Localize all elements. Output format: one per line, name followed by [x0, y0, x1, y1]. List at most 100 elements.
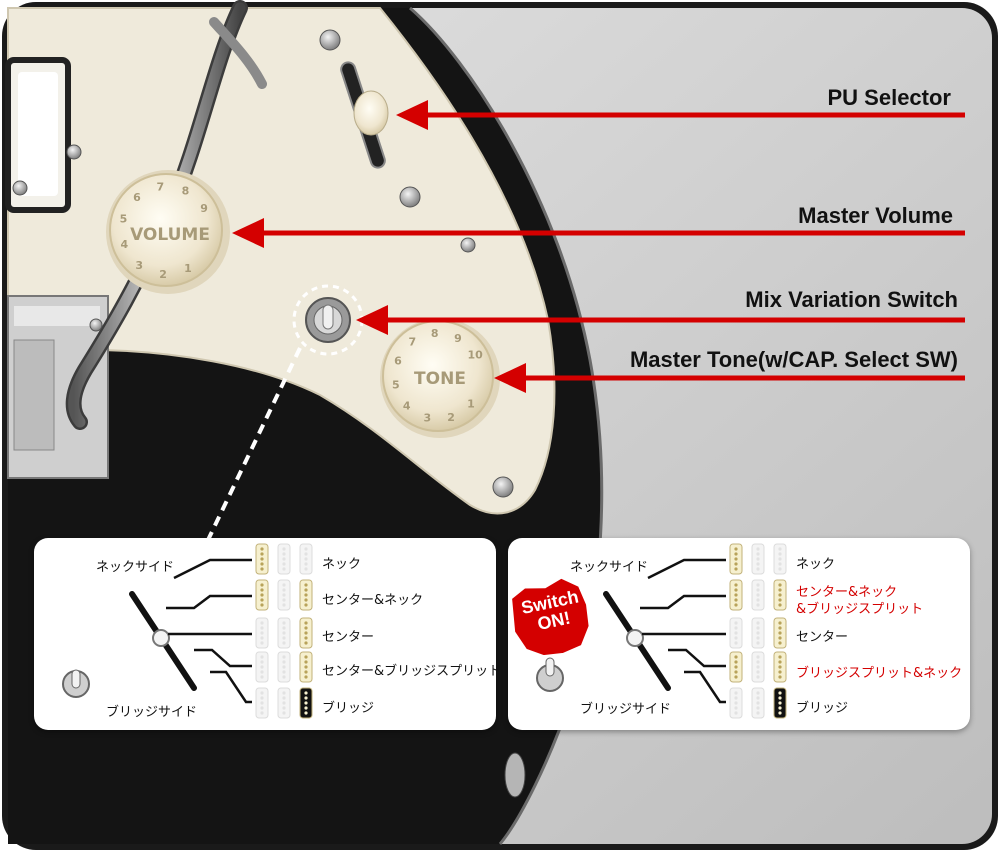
pickup-pole [282, 598, 286, 602]
position-bridge-split-neck: ブリッジスプリット&ネック [796, 666, 963, 681]
callout-pu-selector: PU Selector [827, 85, 952, 110]
pickup-pole [734, 670, 738, 674]
pickup-pole [756, 706, 760, 710]
pickup-pole [260, 670, 264, 674]
tone-knob [380, 318, 500, 438]
tremolo-arm-bend [209, 17, 267, 89]
pickup-pole [778, 557, 782, 561]
pickup-pole [304, 675, 308, 679]
neck-side-label: ネックサイド [570, 560, 649, 575]
pickup-icons [255, 543, 313, 719]
pickup-pole [282, 557, 286, 561]
knob-number: 8 [182, 185, 190, 198]
pickup-pole [282, 603, 286, 607]
pickup-pole [756, 655, 760, 659]
pickup-pole [304, 696, 308, 700]
pickup-pole [734, 641, 738, 645]
position-neck: ネック [322, 557, 362, 572]
pickup-pole [304, 670, 308, 674]
pickup-pole [778, 711, 782, 715]
bridge-side-label: ブリッジサイド [106, 705, 198, 720]
pickup-pole [260, 675, 264, 679]
pickup-pole [778, 621, 782, 625]
position-lines [166, 558, 252, 704]
pickup-pole [304, 660, 308, 664]
pickup-pole [778, 696, 782, 700]
pickup-pole [778, 603, 782, 607]
pickup-pole [282, 665, 286, 669]
callout-mix-switch: Mix Variation Switch [745, 287, 958, 312]
panel-switch-off-diagram [62, 543, 313, 719]
pickup-pole [734, 631, 738, 635]
pickup-pole [756, 631, 760, 635]
pickup-pole [260, 660, 264, 664]
selector-pivot [152, 629, 170, 647]
pickup-pole [756, 670, 760, 674]
pickup-pole [304, 598, 308, 602]
pickup-pole [734, 660, 738, 664]
pickup-pole [282, 552, 286, 556]
pickup-pole [260, 603, 264, 607]
pickup-pole [282, 562, 286, 566]
panel-switch-off: ネックサイド ブリッジサイド ネック センター&ネック センター センター&ブリ… [34, 538, 501, 730]
knob-number: 2 [447, 411, 455, 424]
pickup-pole [282, 675, 286, 679]
pickup-pole [734, 567, 738, 571]
arrow-master-tone [494, 363, 965, 393]
pickup-pole [304, 621, 308, 625]
pickup-pole [734, 552, 738, 556]
knob-number: 3 [423, 412, 431, 425]
pickup-pole [756, 567, 760, 571]
pickup-pole [778, 631, 782, 635]
pickup-pole [304, 603, 308, 607]
pickup-pole [756, 598, 760, 602]
pickup-pole [778, 583, 782, 587]
pickup-pole [734, 696, 738, 700]
pickup-pole [304, 706, 308, 710]
switch-on-badge [508, 575, 592, 659]
pickup-pole [304, 636, 308, 640]
knob-number: 4 [120, 238, 128, 251]
position-bridge: ブリッジ [796, 701, 849, 716]
pickup-pole [304, 626, 308, 630]
knob-number: 6 [133, 191, 141, 204]
pickup-pole [260, 562, 264, 566]
arrow-master-volume [232, 218, 965, 248]
pickup-pole [778, 655, 782, 659]
position-neck: ネック [796, 557, 836, 572]
pickup-pole [282, 691, 286, 695]
pickup-pole [282, 593, 286, 597]
pickup-pole [734, 655, 738, 659]
pickup-pole [756, 547, 760, 551]
pickup-pole [734, 603, 738, 607]
pickup-pole [260, 552, 264, 556]
pickup-pole [282, 567, 286, 571]
pickup-pole [304, 711, 308, 715]
position-bridge: ブリッジ [322, 701, 375, 716]
pickup-pole [778, 567, 782, 571]
pickup-pole [756, 636, 760, 640]
pickup-icons [729, 543, 787, 719]
pickup-pole [778, 691, 782, 695]
position-center-bridge-split: センター&ブリッジスプリット [322, 664, 502, 679]
pickup-pole [282, 547, 286, 551]
pickup-pole [260, 557, 264, 561]
knob-number: 9 [454, 332, 462, 345]
pickup-pole [260, 636, 264, 640]
pickup-pole [282, 588, 286, 592]
pickup-pole [778, 598, 782, 602]
pickup-pole [282, 706, 286, 710]
pickup-pole [734, 547, 738, 551]
pickup-pole [304, 641, 308, 645]
pickup-pole [304, 631, 308, 635]
pickup-pole [756, 603, 760, 607]
pickup-pole [756, 711, 760, 715]
pickup-pole [260, 547, 264, 551]
output-jack [504, 752, 526, 798]
volume-knob-label: VOLUME [130, 225, 210, 245]
pickup-pole [282, 670, 286, 674]
pickup-pole [734, 675, 738, 679]
pickup-pole [282, 621, 286, 625]
pickup-pole [734, 711, 738, 715]
pickup-pole [260, 665, 264, 669]
